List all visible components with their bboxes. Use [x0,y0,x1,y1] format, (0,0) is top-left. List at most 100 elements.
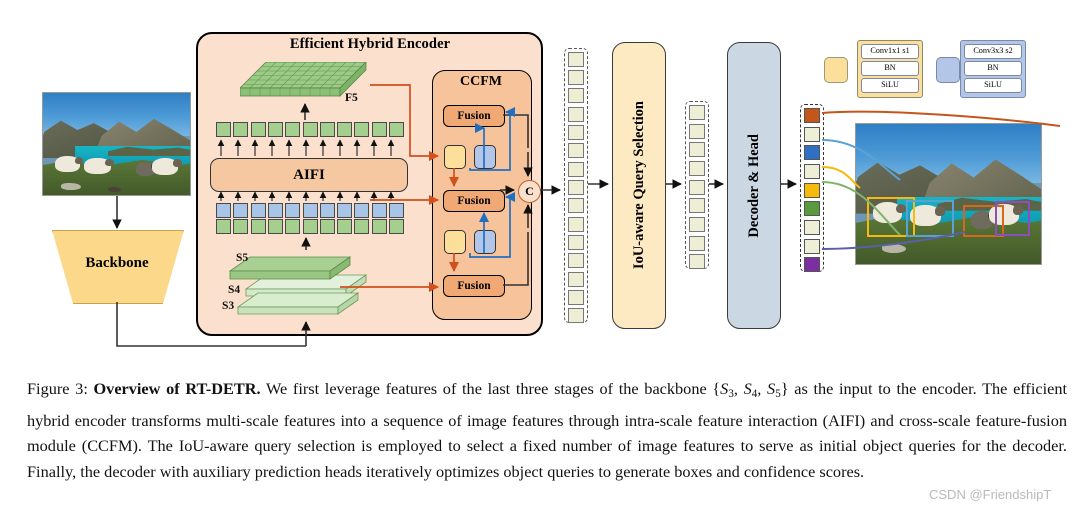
detection-box-purple [994,201,1031,236]
sequence-token [689,142,705,158]
sequence-token [689,254,705,270]
sequence-token [568,106,584,122]
encoder-token-blue [337,203,353,218]
detection-box-blue [905,199,955,238]
encoder-token-green [319,122,335,137]
legend-row-silu-1: SiLU [861,78,919,93]
sequence-token [568,70,584,85]
conv1x1-block-lower [444,230,466,254]
f5-feature-grid [239,61,370,104]
concat-label: C [525,184,534,198]
fusion-label: Fusion [457,110,491,122]
encoder-token-green [337,219,353,234]
aifi-block: AIFI [210,158,408,192]
sequence-token [568,290,584,305]
ccfm-title: CCFM [460,74,502,89]
caption-part2: } as the input to the encoder. The effic… [27,379,1068,481]
sequence-token [568,180,584,195]
decoder-output-token [804,219,820,235]
sequence-token [689,179,705,195]
sequence-token [568,235,584,250]
caption-title: Overview of RT-DETR. [93,379,261,398]
sequence-token [689,123,705,139]
decoder-head-block: Decoder & Head [727,42,781,329]
encoder-token-green [354,122,370,137]
legend-swatch-blue [936,57,960,83]
decoder-output-token [804,257,820,273]
sequence-token [568,125,584,140]
conv3x3-block-lower [474,230,496,254]
legend-row-bn-2: BN [964,61,1022,76]
decoder-output-sequence [800,104,824,273]
decoder-output-token [804,182,820,198]
encoder-token-green [354,219,370,234]
encoder-token-blue [267,203,283,218]
legend-row-bn-1: BN [861,61,919,76]
decoder-output-token [804,201,820,217]
encoder-token-green [371,219,387,234]
encoder-token-blue [388,203,404,218]
legend-swatch-yellow [824,57,848,83]
detection-box-orange [963,205,1005,238]
encoder-token-blue [354,203,370,218]
encoder-token-green [337,122,353,137]
input-image [42,92,191,196]
token-row-top-green [214,122,404,137]
legend-row-conv1x1: Conv1x1 s1 [861,44,919,59]
legend-row-conv3x3: Conv3x3 s2 [964,44,1022,59]
sequence-token [568,51,584,67]
sequence-token [568,198,584,214]
fusion-label: Fusion [457,195,491,207]
caption-figure-number: Figure 3: [27,379,88,398]
iou-aware-query-selection-block: IoU-aware Query Selection [612,42,666,329]
token-row-blue [214,203,404,218]
sequence-token [689,104,705,120]
sequence-token [568,216,584,232]
backbone-label: Backbone [85,255,149,271]
encoder-token-green [388,219,404,234]
aifi-label: AIFI [293,166,325,183]
encoder-token-green [285,219,301,234]
stage-label-s3: S3 [222,300,235,312]
encoder-token-green [285,122,301,137]
decoder-output-token [804,238,820,254]
selected-queries-sequence [685,101,709,270]
encoder-token-blue [302,203,318,218]
caption-s4: S4, [743,379,768,401]
sequence-token [568,161,584,177]
encoder-token-blue [319,203,335,218]
backbone-block [52,230,184,304]
fusion-block-top: Fusion [443,105,505,127]
encoder-token-green [233,219,249,234]
encoder-output-sequence [564,48,588,324]
encoder-token-green [233,122,249,137]
encoder-token-green [216,219,232,234]
encoder-token-green [302,122,318,137]
concat-node: C [518,180,541,203]
encoder-token-green [250,122,266,137]
conv1x1-block-upper [444,145,466,169]
sequence-token [689,235,705,251]
caption-part1: We first leverage features of the last t… [260,379,721,398]
sequence-token [568,143,584,159]
decoder-output-token [804,107,820,123]
encoder-token-blue [371,203,387,218]
encoder-token-green [319,219,335,234]
sequence-token [689,160,705,176]
decoder-output-token [804,145,820,161]
encoder-token-green [302,219,318,234]
stage-label-s5: S5 [236,252,249,264]
encoder-token-blue [285,203,301,218]
caption-s5: S5 [767,379,781,401]
token-row-bottom-green [214,219,404,234]
sequence-token [568,253,584,269]
encoder-token-green [250,219,266,234]
encoder-token-blue [233,203,249,218]
legend-row-silu-2: SiLU [964,78,1022,93]
fusion-block-bottom: Fusion [443,275,505,297]
sequence-token [568,308,584,324]
query-selection-label: IoU-aware Query Selection [630,101,647,270]
watermark: CSDN @FriendshipT [929,487,1052,502]
figure-caption: Figure 3: Overview of RT-DETR. We first … [27,376,1067,484]
